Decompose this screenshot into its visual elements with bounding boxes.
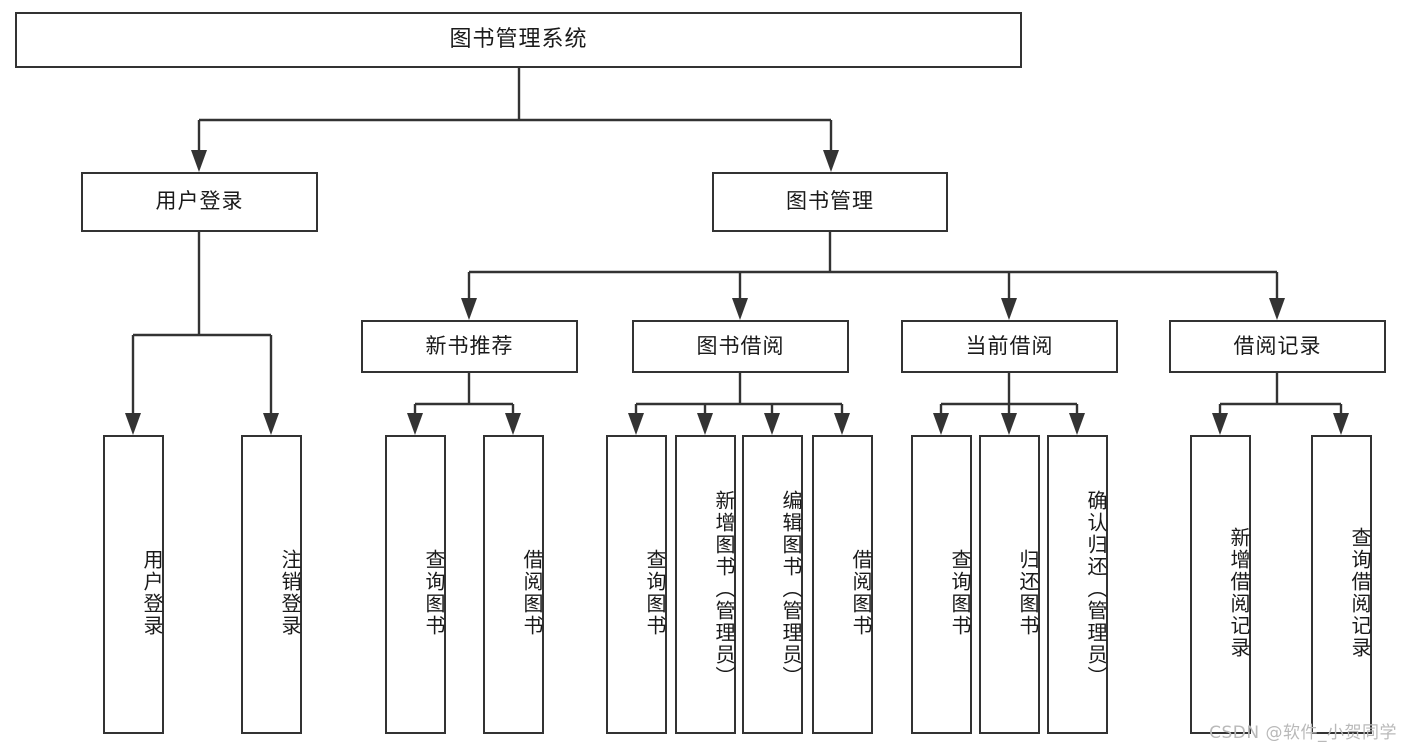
leaf-borrow-edit-book-admin[interactable]: 编辑图书（管理员） (742, 435, 803, 734)
leaf-borrow-borrow-book[interactable]: 借阅图书 (812, 435, 873, 734)
node-current-borrow[interactable]: 当前借阅 (901, 320, 1118, 373)
leaf-user-logout[interactable]: 注销登录 (241, 435, 302, 734)
leaf-current-confirm-return-admin[interactable]: 确认归还（管理员） (1047, 435, 1108, 734)
leaf-record-add-record[interactable]: 新增借阅记录 (1190, 435, 1251, 734)
node-new-book-recommend[interactable]: 新书推荐 (361, 320, 578, 373)
node-borrow-record[interactable]: 借阅记录 (1169, 320, 1386, 373)
leaf-user-login[interactable]: 用户登录 (103, 435, 164, 734)
leaf-borrow-query-book[interactable]: 查询图书 (606, 435, 667, 734)
node-book-borrow[interactable]: 图书借阅 (632, 320, 849, 373)
leaf-recommend-query-book[interactable]: 查询图书 (385, 435, 446, 734)
leaf-current-query-book[interactable]: 查询图书 (911, 435, 972, 734)
node-book-management[interactable]: 图书管理 (712, 172, 948, 232)
node-user-login[interactable]: 用户登录 (81, 172, 318, 232)
node-root-system[interactable]: 图书管理系统 (15, 12, 1022, 68)
csdn-watermark: CSDN @软件_小贺同学 (1209, 723, 1397, 743)
leaf-record-query-record[interactable]: 查询借阅记录 (1311, 435, 1372, 734)
leaf-current-return-book[interactable]: 归还图书 (979, 435, 1040, 734)
leaf-borrow-add-book-admin[interactable]: 新增图书（管理员） (675, 435, 736, 734)
leaf-recommend-borrow-book[interactable]: 借阅图书 (483, 435, 544, 734)
